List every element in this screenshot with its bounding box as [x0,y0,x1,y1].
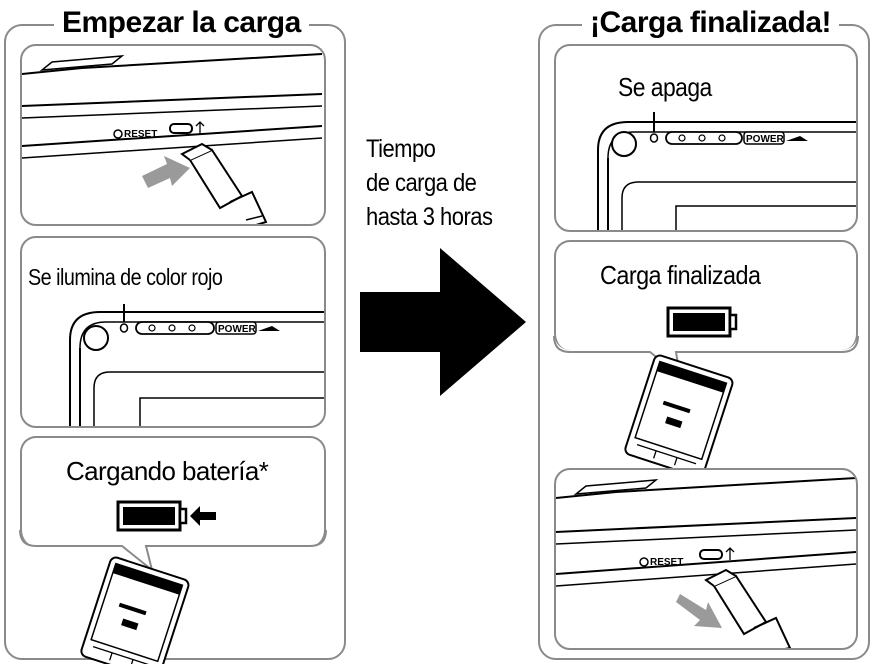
right-panel-led-off: POWER Se apaga [554,44,858,232]
finished-caption: Carga finalizada [600,260,761,290]
left-group-title: Empezar la carga [54,5,309,41]
remove-motion-arrow-icon [676,594,722,628]
off-led-icon [649,133,659,143]
power-label-right: POWER [746,134,785,145]
usb-plug-removed-icon [704,568,792,648]
charge-time-line2: de carga de [366,169,477,197]
right-panel-finished: Carga finalizada [554,240,858,350]
charging-caption: Cargando batería* [66,456,269,486]
led-red-caption: Se ilumina de color rojo [28,264,223,290]
left-panel-led-red: POWER Se ilumina de color rojo [20,236,326,428]
reset-label-right: RESET [650,557,683,568]
charging-battery-illustration [116,500,216,532]
charge-time-line3: hasta 3 horas [366,203,493,231]
right-group-title: ¡Carga finalizada! [582,5,840,41]
led-off-caption: Se apaga [618,72,712,102]
charging-led-icon [119,323,129,333]
charge-time-text: Tiempo de carga de hasta 3 horas [366,132,493,234]
unplug-illustration: RESET [556,477,856,648]
led-off-illustration: POWER [597,112,856,230]
left-panel-charging: Cargando batería* [20,436,326,546]
plug-in-illustration: RESET [22,53,323,224]
usb-plug-icon [180,142,268,224]
power-label: POWER [218,324,257,335]
charge-time-line1: Tiempo [366,135,436,163]
insert-motion-arrow-icon [142,156,190,188]
reset-label: RESET [124,129,157,140]
right-panel-unplug: RESET [554,468,858,650]
battery-icon [116,500,188,532]
led-red-illustration: POWER [69,304,324,426]
arrow-left-icon [190,506,216,526]
left-panel-plug-in: RESET [20,44,326,226]
